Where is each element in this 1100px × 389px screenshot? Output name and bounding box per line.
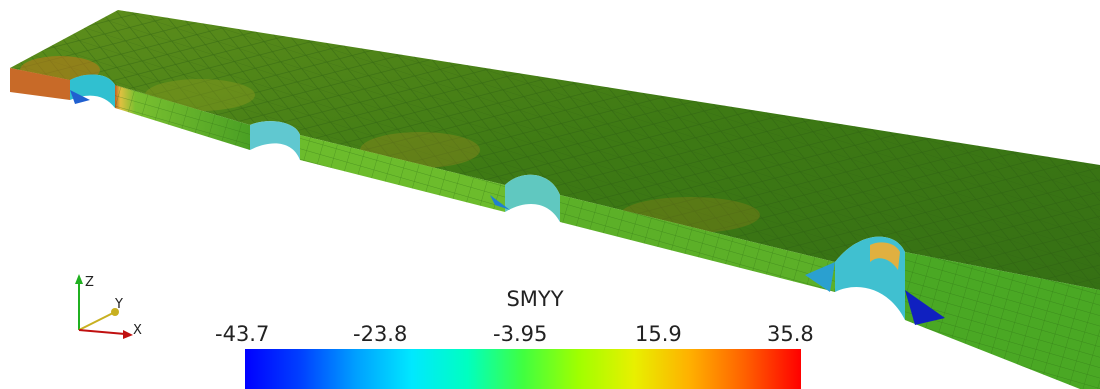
notch-3: [505, 174, 560, 222]
y-axis-arrow-icon: [111, 308, 119, 316]
colorbar-title: SMYY: [506, 287, 564, 311]
x-axis-arrow-icon: [123, 330, 133, 339]
y-axis-line: [78, 312, 114, 331]
z-axis-arrow-icon: [75, 274, 83, 284]
colorbar-gradient: [245, 349, 801, 389]
colorbar-tick-label: 35.8: [767, 322, 814, 346]
orientation-triad: Z Y X: [55, 268, 165, 348]
colorbar-tick-label: -3.95: [493, 322, 548, 346]
x-axis-line: [78, 329, 126, 335]
x-axis-label: X: [133, 323, 142, 338]
z-axis-label: Z: [85, 275, 94, 290]
colorbar-tick-label: -43.7: [215, 322, 270, 346]
plate-side-face: [10, 68, 70, 100]
notch-2: [250, 121, 300, 160]
notch-1: [70, 74, 115, 108]
colorbar-tick-label: 15.9: [635, 322, 682, 346]
y-axis-label: Y: [114, 297, 123, 312]
colorbar-tick-label: -23.8: [353, 322, 408, 346]
